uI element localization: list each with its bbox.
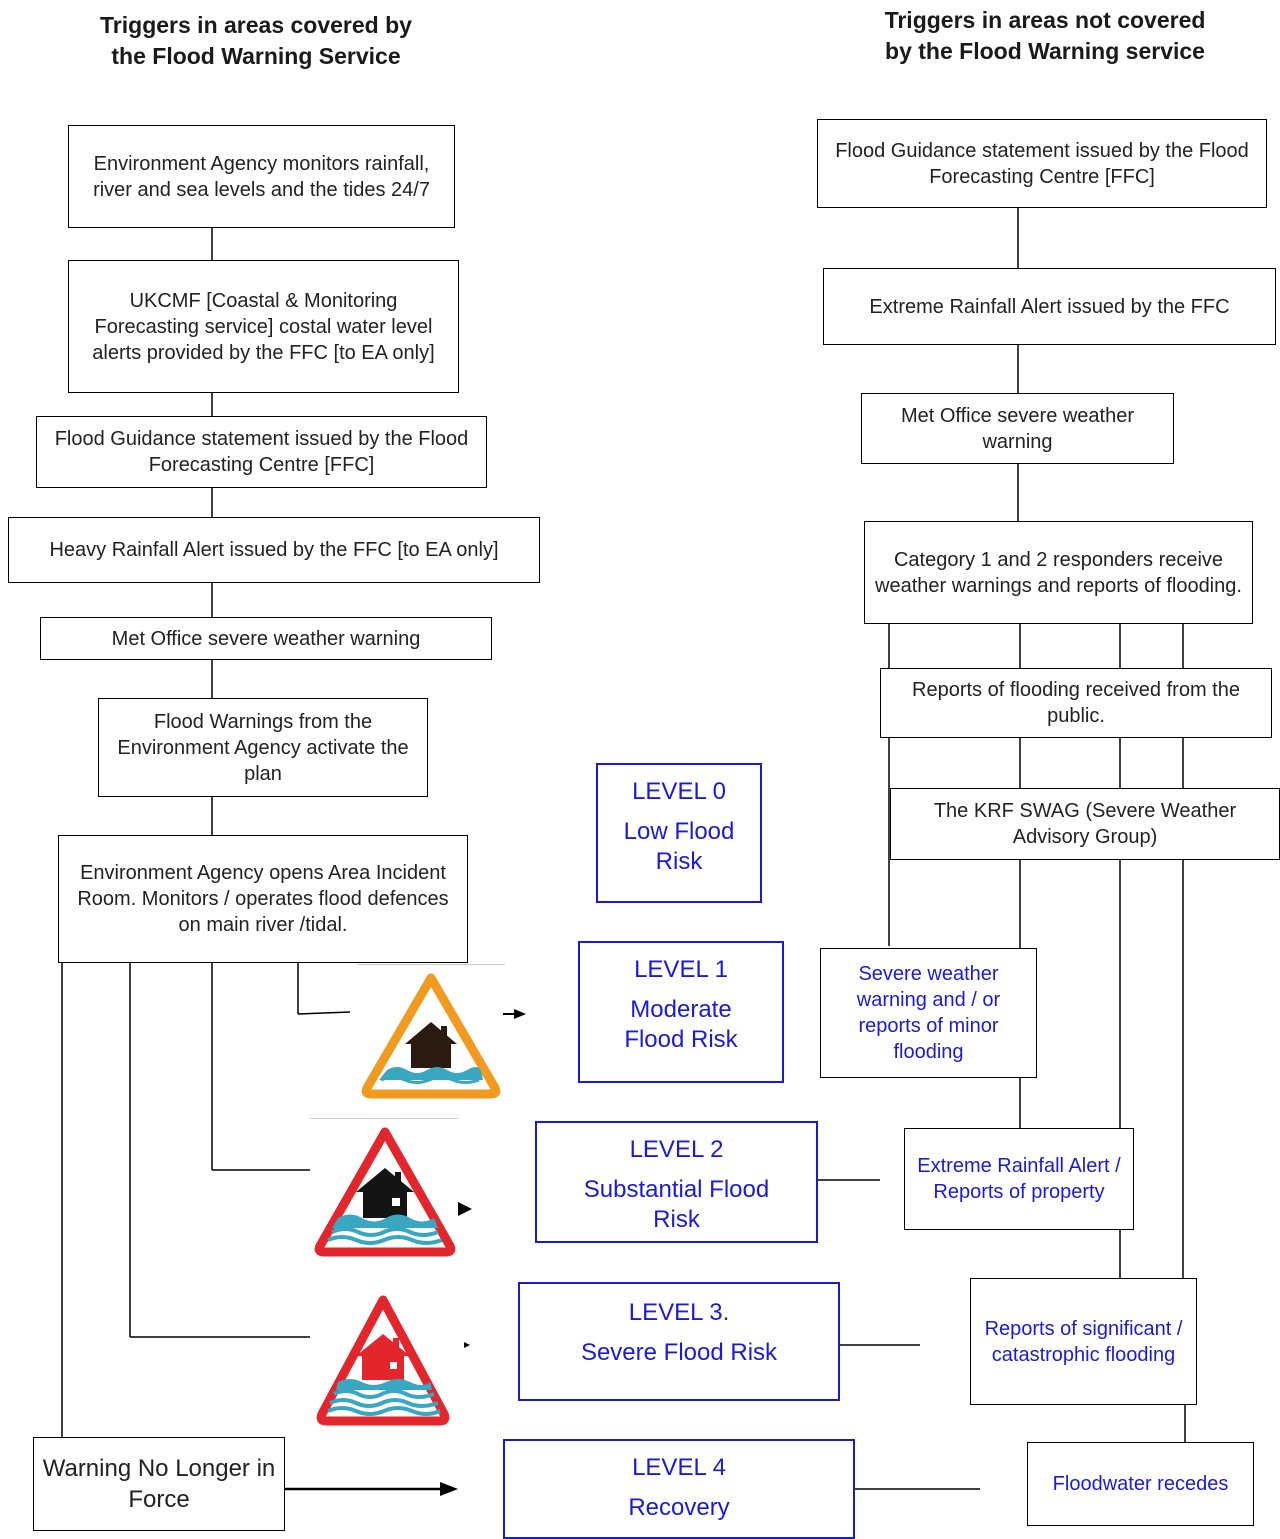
level-0-box: LEVEL 0 Low Flood Risk [596,763,762,903]
right-step-krf-swag-text: The KRF SWAG (Severe Weather Advisory Gr… [933,800,1237,848]
right-step-extreme-rainfall: Extreme Rainfall Alert issued by the FFC [823,268,1276,345]
level-2-box: LEVEL 2 Substantial Flood Risk [535,1121,818,1243]
level-3-subtitle: Severe Flood Risk [580,1339,778,1366]
left-step-flood-guidance-text: Flood Guidance statement issued by the F… [54,428,469,476]
outcome-significant-flooding-text: Reports of significant / catastrophic fl… [984,1317,1183,1366]
right-step-flood-guidance: Flood Guidance statement issued by the F… [817,119,1267,208]
outcome-significant-flooding: Reports of significant / catastrophic fl… [970,1278,1197,1405]
left-step-ukcmf: UKCMF [Coastal & Monitoring Forecasting … [68,260,459,393]
outcome-floodwater-recedes: Floodwater recedes [1027,1442,1254,1526]
left-step-heavy-rainfall-text: Heavy Rainfall Alert issued by the FFC [… [49,539,499,561]
right-step-public-reports: Reports of flooding received from the pu… [880,668,1272,738]
left-column-heading: Triggers in areas covered by the Flood W… [100,12,412,69]
warning-no-longer-in-force-text: Warning No Longer in Force [42,1455,276,1513]
flood-alert-icon [357,964,505,1099]
outcome-extreme-rainfall-text: Extreme Rainfall Alert / Reports of prop… [917,1155,1121,1203]
severe-flood-warning-icon [316,1295,450,1426]
level-2-title: LEVEL 2 [629,1136,724,1163]
left-step-ukcmf-text: UKCMF [Coastal & Monitoring Forecasting … [92,289,435,364]
right-step-krf-swag: The KRF SWAG (Severe Weather Advisory Gr… [890,788,1280,860]
right-step-met-office: Met Office severe weather warning [861,393,1174,464]
left-step-incident-room-text: Environment Agency opens Area Incident R… [77,862,449,936]
right-step-public-reports-text: Reports of flooding received from the pu… [912,679,1240,727]
level-2-subtitle: Substantial Flood Risk [583,1176,770,1233]
left-step-heavy-rainfall: Heavy Rainfall Alert issued by the FFC [… [8,517,540,583]
left-step-flood-warnings-text: Flood Warnings from the Environment Agen… [117,710,409,785]
level-4-title: LEVEL 4 [632,1454,726,1481]
right-step-responders-text: Category 1 and 2 responders receive weat… [875,548,1242,597]
level-0-title: LEVEL 0 [632,778,726,805]
warning-no-longer-in-force: Warning No Longer in Force [33,1437,285,1531]
left-step-monitoring-text: Environment Agency monitors rainfall, ri… [93,152,430,201]
left-step-incident-room: Environment Agency opens Area Incident R… [58,835,468,963]
level-0-subtitle: Low Flood Risk [623,818,735,875]
left-step-met-office: Met Office severe weather warning [40,617,492,660]
right-step-extreme-rainfall-text: Extreme Rainfall Alert issued by the FFC [869,295,1230,318]
left-step-flood-warnings: Flood Warnings from the Environment Agen… [98,698,428,797]
level-3-title: LEVEL 3. [628,1299,730,1326]
right-step-flood-guidance-text: Flood Guidance statement issued by the F… [835,139,1249,188]
outcome-minor-flooding-text: Severe weather warning and / or reports … [856,963,1001,1063]
left-step-monitoring: Environment Agency monitors rainfall, ri… [68,125,455,228]
flood-warning-icon [310,1118,458,1257]
level-4-box: LEVEL 4 Recovery [503,1439,855,1539]
outcome-minor-flooding: Severe weather warning and / or reports … [820,948,1037,1078]
left-step-flood-guidance: Flood Guidance statement issued by the F… [36,416,487,488]
right-column-heading: Triggers in areas not covered by the Flo… [884,7,1206,64]
level-4-subtitle: Recovery [628,1494,730,1521]
left-step-met-office-text: Met Office severe weather warning [111,627,421,650]
outcome-extreme-rainfall: Extreme Rainfall Alert / Reports of prop… [904,1128,1134,1230]
outcome-floodwater-recedes-text: Floodwater recedes [1052,1473,1229,1495]
level-1-subtitle: Moderate Flood Risk [624,996,738,1053]
level-3-box: LEVEL 3. Severe Flood Risk [518,1282,840,1401]
level-1-box: LEVEL 1 Moderate Flood Risk [578,941,784,1083]
right-step-met-office-text: Met Office severe weather warning [900,404,1135,453]
right-step-responders: Category 1 and 2 responders receive weat… [864,521,1253,624]
level-1-title: LEVEL 1 [634,956,728,983]
